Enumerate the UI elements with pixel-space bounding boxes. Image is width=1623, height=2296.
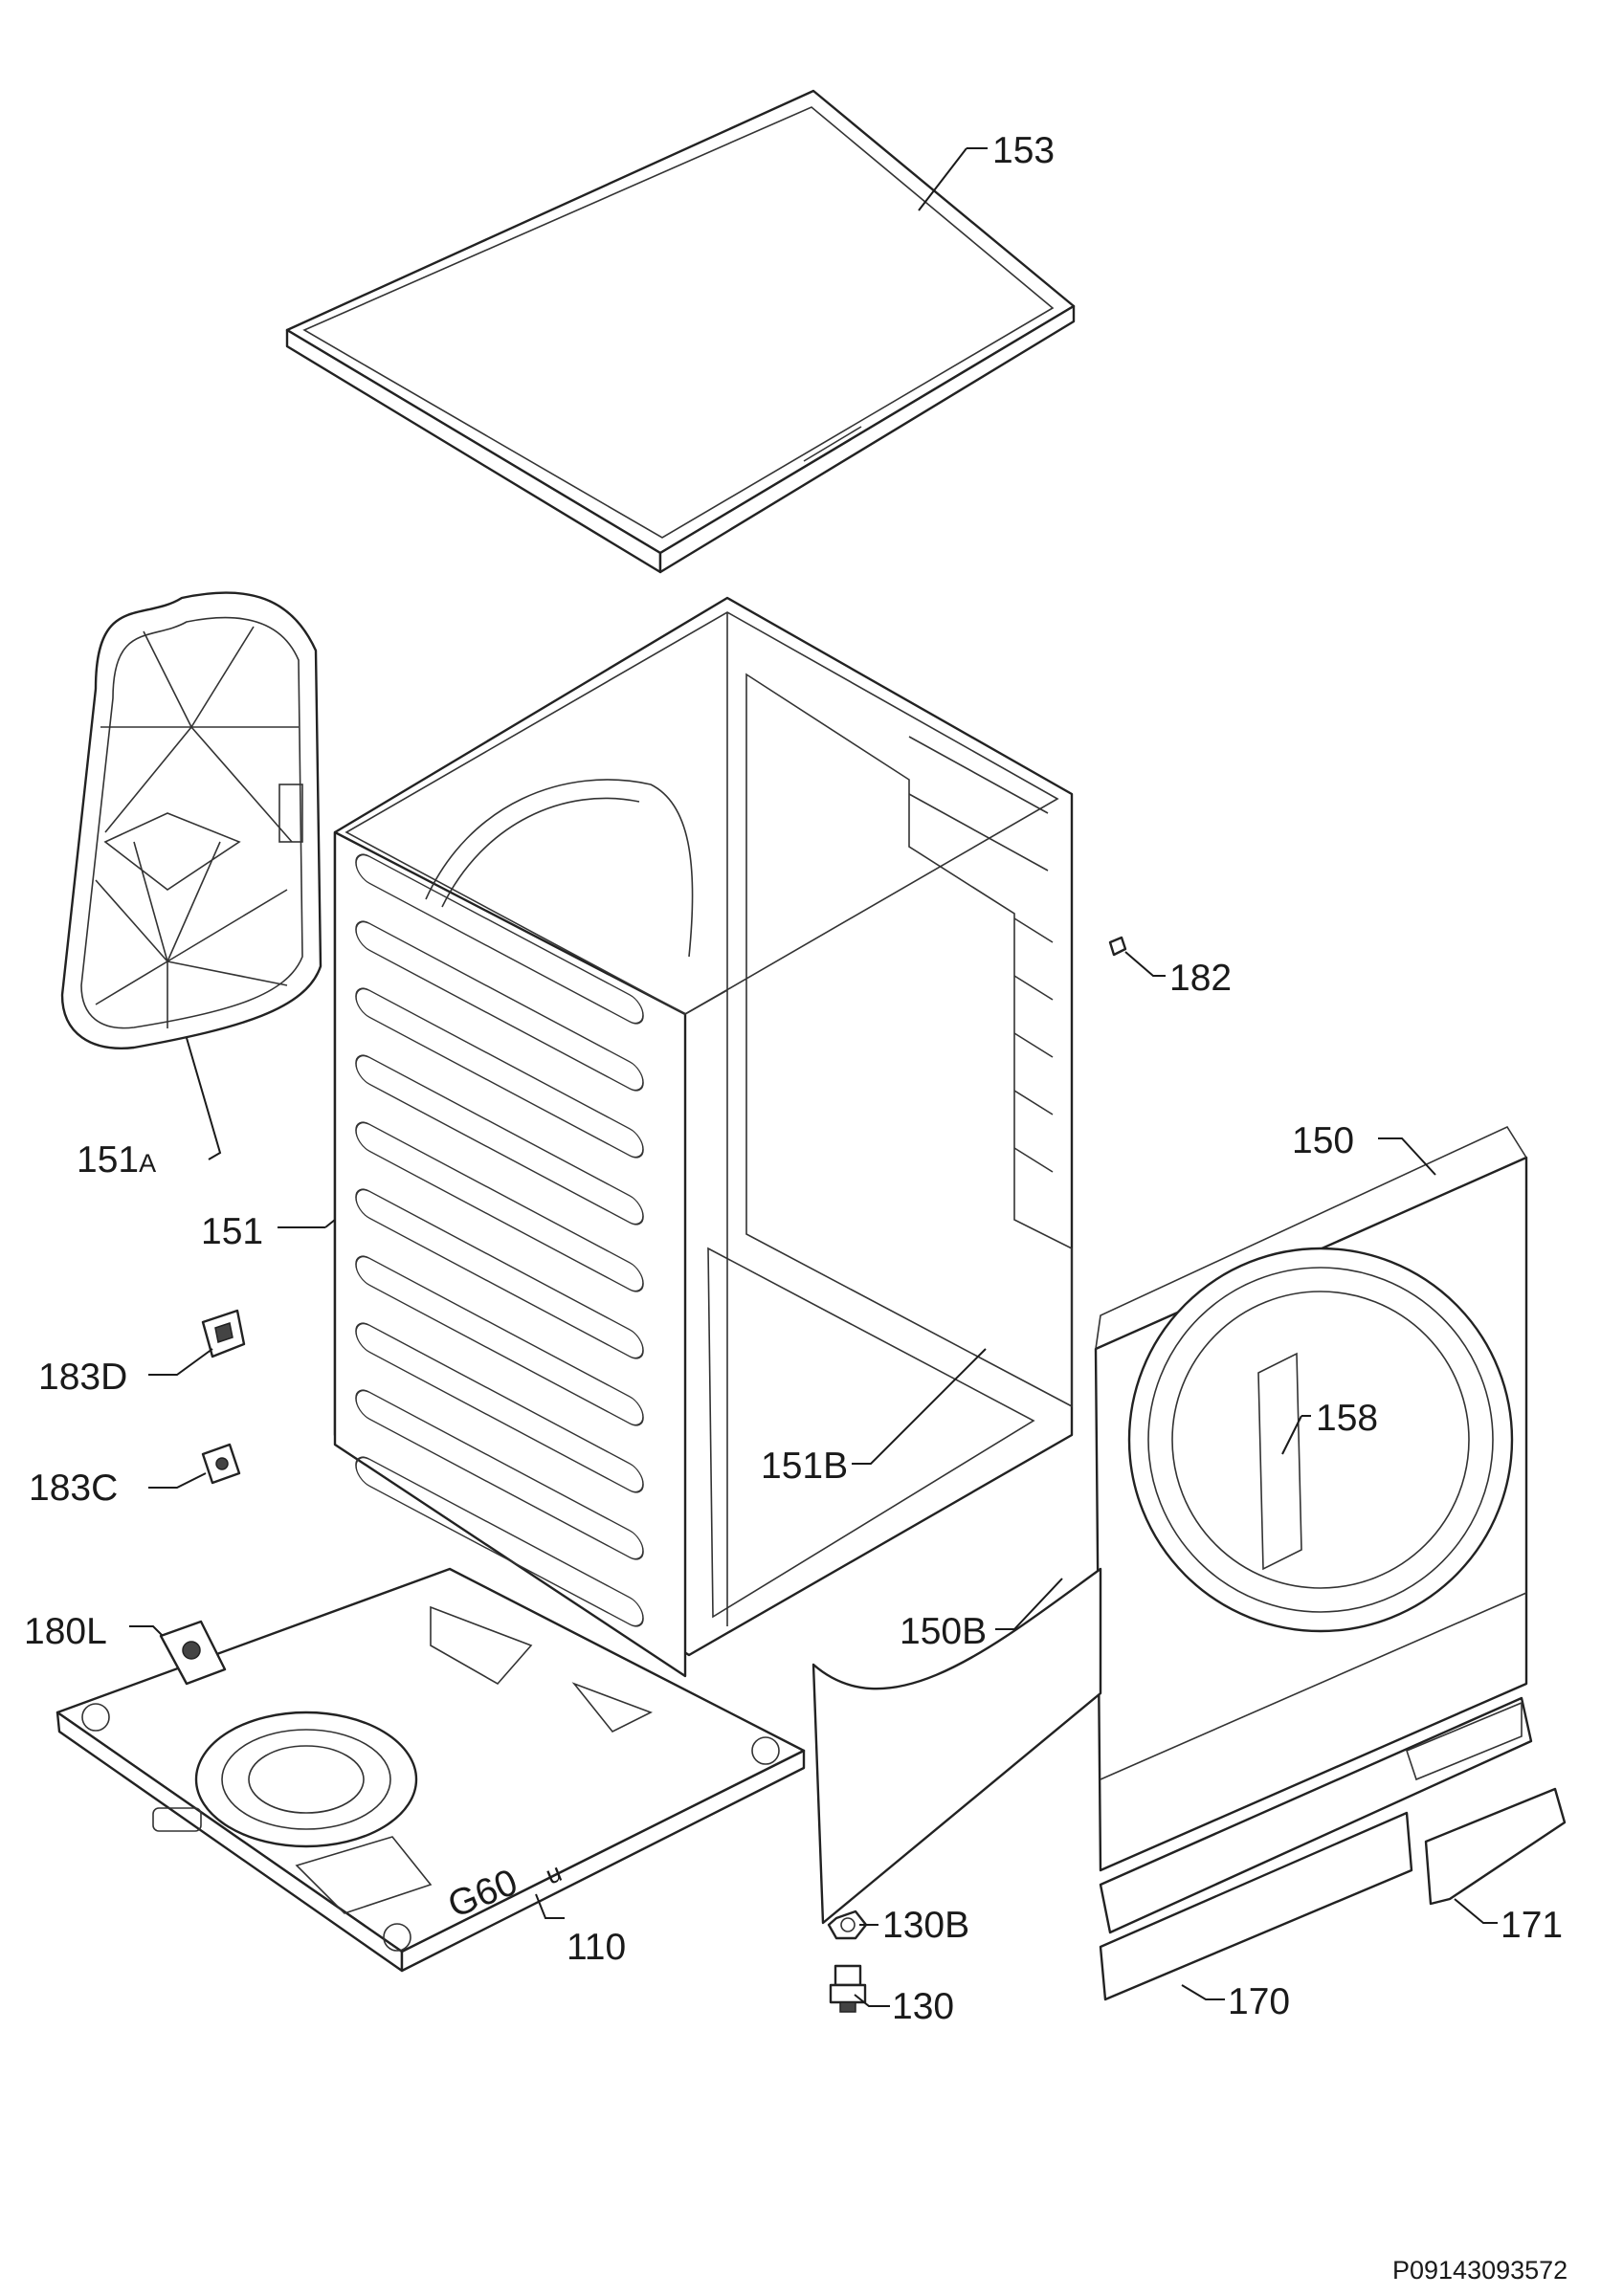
leader-lines xyxy=(129,147,1498,2007)
part-130-valve xyxy=(829,1964,867,2013)
part-170-plinth xyxy=(1099,1696,1533,2001)
label-170: 170 xyxy=(1228,1981,1290,2022)
label-180L: 180L xyxy=(24,1611,107,1652)
part-130B-nut xyxy=(827,1910,868,1940)
label-150: 150 xyxy=(1292,1120,1354,1161)
label-183C: 183C xyxy=(29,1468,118,1509)
label-158: 158 xyxy=(1316,1398,1378,1439)
label-182: 182 xyxy=(1169,958,1232,999)
part-150B-sheet xyxy=(812,1567,1102,1925)
label-151: 151 xyxy=(201,1211,263,1252)
part-180L-latch xyxy=(159,1620,227,1686)
label-130: 130 xyxy=(892,1986,954,2027)
part-183C-bracket xyxy=(201,1443,241,1485)
part-182-clip xyxy=(1108,936,1127,957)
label-151B: 151B xyxy=(761,1446,848,1487)
part-150-front-panel xyxy=(1094,1125,1528,1872)
label-150B: 150B xyxy=(900,1611,987,1652)
label-151A: 151A xyxy=(77,1139,156,1181)
label-110: 110 xyxy=(567,1927,626,1968)
part-183D-bracket xyxy=(201,1309,246,1358)
part-110-base xyxy=(56,1567,806,1973)
part-151A-rear-panel xyxy=(60,591,322,1049)
part-171-flap xyxy=(1424,1787,1567,1906)
part-151-cabinet xyxy=(333,596,1074,1678)
part-153-top-cover xyxy=(285,89,1076,574)
label-171: 171 xyxy=(1501,1905,1563,1946)
label-183D: 183D xyxy=(38,1357,127,1398)
document-id: P09143093572 xyxy=(1392,2256,1567,2285)
label-130B: 130B xyxy=(882,1905,969,1946)
callout-labels: 153 182 150 151A 151 183D 183C 151B 158 … xyxy=(24,130,1563,2027)
label-153: 153 xyxy=(992,130,1055,171)
